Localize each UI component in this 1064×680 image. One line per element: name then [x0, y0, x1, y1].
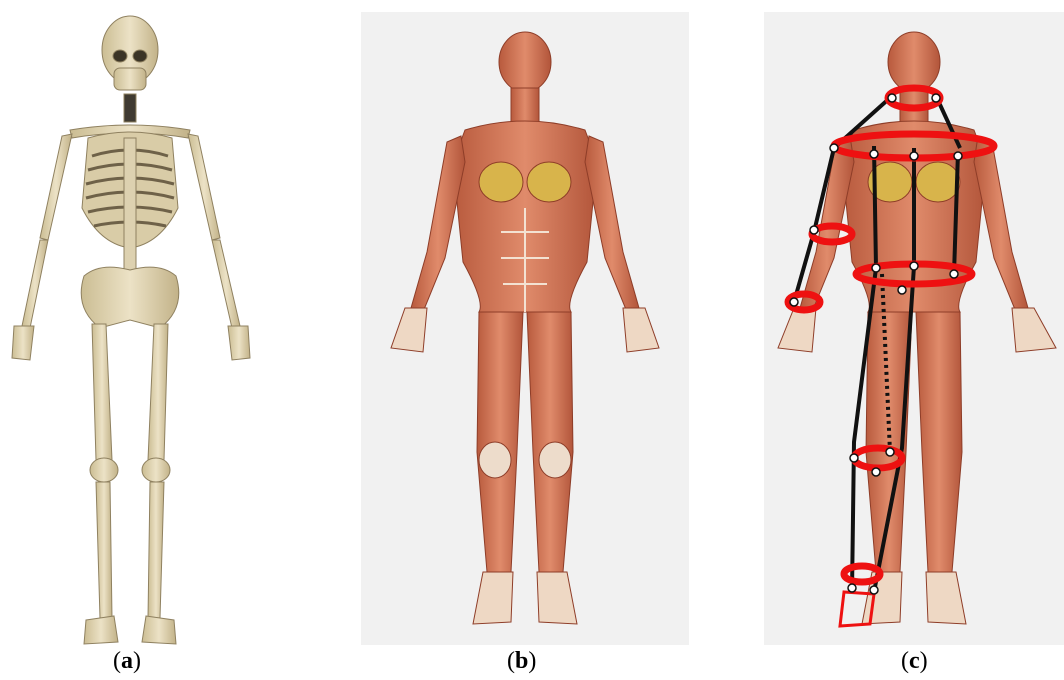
- right-foot: [537, 572, 577, 624]
- annotated-muscle-figure: [764, 12, 1064, 645]
- left-foot: [473, 572, 513, 624]
- cervical-spine: [124, 94, 136, 122]
- right-foot-bones: [142, 616, 176, 644]
- muscle-figure: [361, 12, 689, 645]
- neck: [511, 88, 539, 122]
- left-foot-bones: [84, 616, 118, 644]
- skeleton-illustration: [0, 8, 270, 648]
- right-leg: [527, 312, 573, 572]
- left-arm: [411, 136, 465, 312]
- caption-c: (c): [901, 648, 928, 675]
- caption-a: (a): [113, 648, 141, 675]
- right-hand: [623, 308, 659, 352]
- muscle-illustration: [361, 12, 689, 645]
- annotated-illustration: [764, 12, 1064, 645]
- right-humerus: [188, 134, 220, 240]
- right-arm: [585, 136, 639, 312]
- head: [499, 32, 551, 92]
- left-humerus: [40, 134, 72, 240]
- caption-b: (b): [507, 648, 536, 675]
- skeleton-figure: [0, 8, 270, 648]
- left-breast: [479, 162, 523, 202]
- left-hand: [391, 308, 427, 352]
- right-knee: [142, 458, 170, 482]
- left-hand-bones: [12, 326, 34, 360]
- left-leg: [477, 312, 523, 572]
- left-femur: [92, 324, 112, 460]
- spine: [124, 138, 136, 278]
- right-breast: [527, 162, 571, 202]
- pelvis: [81, 267, 179, 328]
- right-femur: [148, 324, 168, 460]
- right-hand-bones: [228, 326, 250, 360]
- left-knee: [90, 458, 118, 482]
